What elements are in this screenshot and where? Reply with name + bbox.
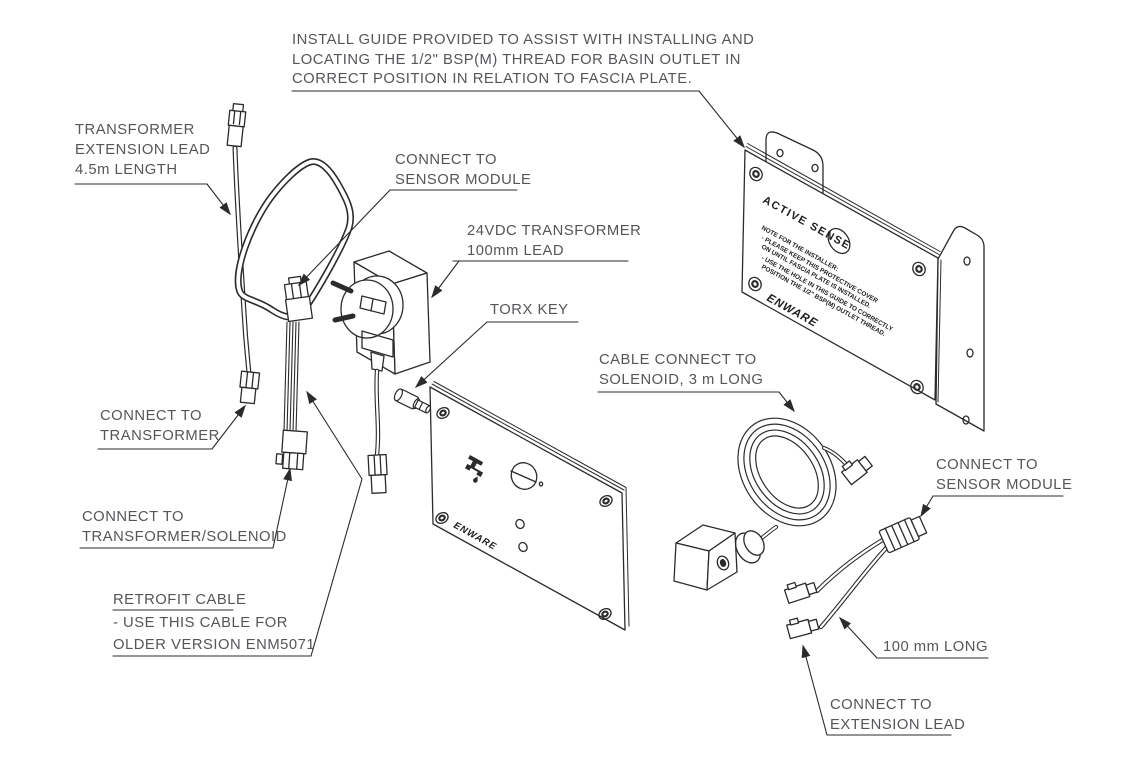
label-connect-sensor-module-left: CONNECT TO SENSOR MODULE bbox=[395, 150, 531, 190]
sensor-right-line-2: SENSOR MODULE bbox=[936, 477, 1073, 493]
retrofit-line-2: - USE THIS CABLE FOR bbox=[113, 614, 288, 631]
leader-lines bbox=[206, 90, 934, 736]
note-line-3: CORRECT POSITION IN RELATION TO FASCIA P… bbox=[292, 71, 693, 87]
retrofit-sensor-connector bbox=[283, 275, 314, 323]
sensor-left-line-2: SENSOR MODULE bbox=[395, 172, 532, 188]
solenoid-cable-line-2: SOLENOID, 3 m LONG bbox=[599, 372, 764, 388]
label-torx-key: TORX KEY bbox=[490, 300, 569, 320]
y-extension-lead-connector bbox=[786, 617, 820, 640]
transformer-drawing bbox=[330, 250, 431, 494]
transformer-lead-connector bbox=[367, 453, 388, 494]
label-connect-extension-lead: CONNECT TO EXTENSION LEAD bbox=[830, 695, 965, 735]
sensor-right-line-1: CONNECT TO bbox=[936, 457, 1039, 473]
len100-line-1: 100 mm LONG bbox=[883, 639, 988, 655]
extension-lead-top-connector bbox=[226, 102, 247, 148]
label-connect-transformer-solenoid: CONNECT TO TRANSFORMER/SOLENOID bbox=[82, 507, 287, 547]
extension-lead-transformer-connector bbox=[239, 370, 261, 405]
conn-tr-line-2: TRANSFORMER bbox=[100, 428, 220, 444]
transformer-extension-lead-drawing bbox=[226, 102, 355, 405]
solenoid-cable-drawing bbox=[673, 417, 873, 591]
fascia-plate-drawing bbox=[429, 381, 630, 631]
y-extension-cable-drawing bbox=[783, 515, 928, 640]
retrofit-cable-drawing bbox=[275, 275, 314, 471]
label-24vdc-transformer: 24VDC TRANSFORMER 100mm LEAD bbox=[467, 221, 641, 261]
conn-ts-line-2: TRANSFORMER/SOLENOID bbox=[82, 529, 287, 545]
t24-line-1: 24VDC TRANSFORMER bbox=[467, 223, 642, 239]
t24-line-2: 100mm LEAD bbox=[467, 243, 565, 259]
label-connect-sensor-module-right: CONNECT TO SENSOR MODULE bbox=[936, 455, 1072, 495]
solenoid-cable-line-1: CABLE CONNECT TO bbox=[599, 352, 757, 368]
torx-line-1: TORX KEY bbox=[490, 302, 569, 318]
solenoid-cable-connector bbox=[840, 455, 873, 486]
ext-conn-line-1: CONNECT TO bbox=[830, 697, 933, 713]
ext-lead-line-1: TRANSFORMER bbox=[75, 122, 195, 138]
conn-ts-line-1: CONNECT TO bbox=[82, 509, 185, 525]
label-underlines bbox=[74, 90, 1064, 736]
label-install-guide-note: INSTALL GUIDE PROVIDED TO ASSIST WITH IN… bbox=[292, 31, 754, 90]
tap-icon bbox=[464, 455, 484, 483]
ext-conn-line-2: EXTENSION LEAD bbox=[830, 717, 966, 733]
solenoid-plug bbox=[673, 524, 765, 591]
ext-lead-line-2: EXTENSION LEAD bbox=[75, 142, 211, 158]
note-line-2: LOCATING THE 1/2" BSP(M) THREAD FOR BASI… bbox=[292, 51, 741, 68]
label-100mm-long: 100 mm LONG bbox=[883, 637, 988, 657]
ext-lead-line-3: 4.5m LENGTH bbox=[75, 162, 178, 178]
conn-tr-line-1: CONNECT TO bbox=[100, 408, 203, 424]
label-connect-transformer: CONNECT TO TRANSFORMER bbox=[100, 406, 220, 446]
install-guide-plate-drawing bbox=[741, 131, 985, 432]
y-sensor-module-connector bbox=[878, 515, 928, 554]
retrofit-line-1: RETROFIT CABLE bbox=[113, 592, 247, 608]
label-retrofit-cable: RETROFIT CABLE - USE THIS CABLE FOR OLDE… bbox=[113, 589, 315, 657]
label-cable-connect-solenoid: CABLE CONNECT TO SOLENOID, 3 m LONG bbox=[599, 350, 763, 390]
torx-key-drawing bbox=[393, 388, 431, 414]
retrofit-lower-connector bbox=[275, 429, 308, 471]
label-transformer-extension-lead: TRANSFORMER EXTENSION LEAD 4.5m LENGTH bbox=[75, 120, 210, 180]
y-branch-connector-upper bbox=[783, 581, 818, 604]
note-line-1: INSTALL GUIDE PROVIDED TO ASSIST WITH IN… bbox=[292, 32, 755, 48]
sensor-left-line-1: CONNECT TO bbox=[395, 152, 498, 168]
retrofit-line-3: OLDER VERSION ENM5071 bbox=[113, 637, 316, 653]
